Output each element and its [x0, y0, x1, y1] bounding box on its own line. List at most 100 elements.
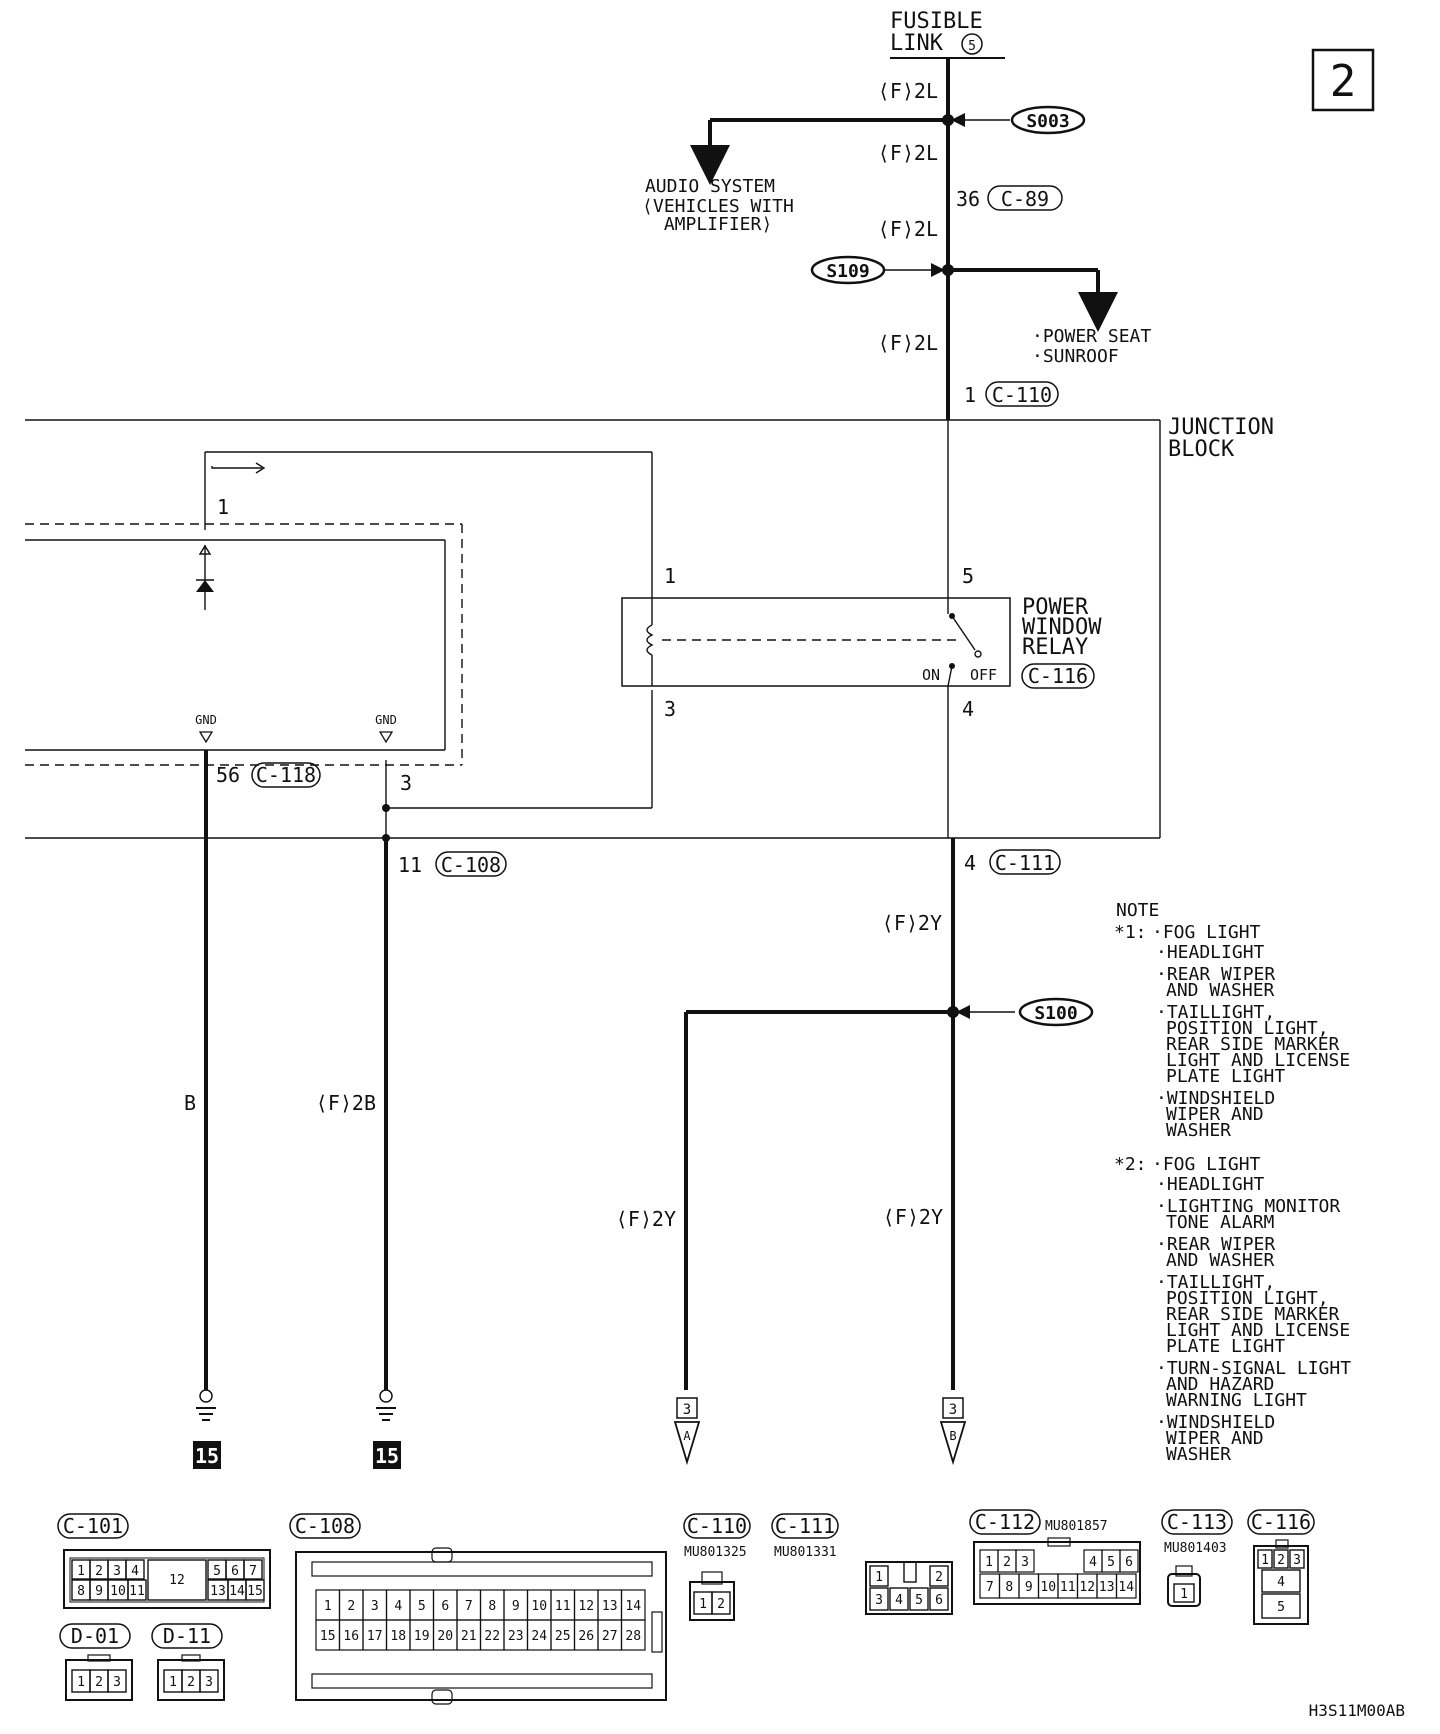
- c108-pin: 24: [531, 1629, 547, 1644]
- c112-pin: 7: [986, 1580, 994, 1595]
- c108-pin: 27: [602, 1629, 618, 1644]
- note-1-item: LIGHT AND LICENSE: [1166, 1050, 1350, 1071]
- c108-pin: 10: [531, 1599, 547, 1614]
- wire-label-b: B: [184, 1091, 196, 1115]
- relay-label-3: RELAY: [1022, 635, 1088, 660]
- internal-unit: [25, 523, 463, 766]
- note-1-item: ·HEADLIGHT: [1156, 942, 1265, 963]
- c101-pin: 4: [131, 1564, 139, 1579]
- fusible-link-number: 5: [968, 39, 976, 54]
- c113-view-id: C-113: [1167, 1510, 1227, 1534]
- d01-pin: 3: [113, 1675, 121, 1690]
- wire-label-below-c89: ⟨F⟩2L: [878, 217, 938, 241]
- c89-id: C-89: [1001, 187, 1049, 211]
- d11-view-id: D-11: [163, 1624, 211, 1648]
- c113-pin: 1: [1180, 1587, 1188, 1602]
- c101-pin: 8: [77, 1584, 85, 1599]
- c111-id: C-111: [995, 851, 1055, 875]
- splice-s003: S003: [1010, 105, 1086, 135]
- c112-pin: 11: [1060, 1580, 1076, 1595]
- c101-pin: 15: [247, 1584, 263, 1599]
- gnd-label-2: GND: [375, 713, 397, 727]
- c108-pin: 7: [465, 1599, 473, 1614]
- note-2-item: WASHER: [1166, 1444, 1231, 1465]
- offpage-b-letter: B: [949, 1429, 956, 1443]
- audio-label-2: ⟨VEHICLES WITH: [642, 196, 794, 217]
- c110-view-id: C-110: [687, 1514, 747, 1538]
- note-1-item: POSITION LIGHT,: [1166, 1018, 1329, 1039]
- c101-pin: 5: [213, 1564, 221, 1579]
- offpage-a-letter: A: [683, 1429, 691, 1443]
- c108-pin: 2: [347, 1599, 355, 1614]
- c101-pin: 7: [249, 1564, 257, 1579]
- fusible-link-label: FUSIBLE: [890, 9, 983, 34]
- c112-part: MU801857: [1045, 1519, 1108, 1534]
- note-1-item: REAR SIDE MARKER: [1166, 1034, 1340, 1055]
- c108-pin: 21: [461, 1629, 477, 1644]
- audio-label-1: AUDIO SYSTEM: [645, 176, 775, 197]
- c112-pin: 6: [1125, 1555, 1133, 1570]
- d01-pin: 1: [77, 1675, 85, 1690]
- connector-view-c116: C-116 1 2 3 4 5: [1247, 1509, 1315, 1625]
- d01-pin: 2: [95, 1675, 103, 1690]
- c108-pin: 8: [488, 1599, 496, 1614]
- c111-part: MU801331: [774, 1545, 837, 1560]
- note-2-item: ·FOG LIGHT: [1152, 1154, 1261, 1175]
- note-2-item: REAR SIDE MARKER: [1166, 1304, 1340, 1325]
- c112-pin: 14: [1118, 1580, 1134, 1595]
- c108-pin: 9: [512, 1599, 520, 1614]
- note-2-item: ·HEADLIGHT: [1156, 1174, 1265, 1195]
- c112-pin: 10: [1040, 1580, 1056, 1595]
- c101-pin: 13: [210, 1584, 226, 1599]
- note-title: NOTE: [1116, 900, 1159, 921]
- c108-pin: 25: [555, 1629, 571, 1644]
- c108-id: C-108: [441, 853, 501, 877]
- unit-pin-1: 1: [217, 495, 229, 519]
- c108-pin: 28: [625, 1629, 641, 1644]
- sunroof-label: ·SUNROOF: [1032, 346, 1119, 367]
- c116-pin: 2: [1277, 1553, 1285, 1568]
- relay-pin-3: 3: [664, 697, 676, 721]
- c108-pin: 3: [371, 1599, 379, 1614]
- note-2-item: AND HAZARD: [1166, 1374, 1274, 1395]
- note-2-item: WIPER AND: [1166, 1428, 1264, 1449]
- note-1-item: AND WASHER: [1166, 980, 1275, 1001]
- wire-label-to-b: ⟨F⟩2Y: [883, 1205, 943, 1229]
- c108-pin: 6: [441, 1599, 449, 1614]
- page-number-box: 2: [1311, 48, 1375, 112]
- c101-pin: 3: [113, 1564, 121, 1579]
- ground-icon: 15: [193, 1389, 221, 1469]
- c116-view-id: C-116: [1251, 1510, 1311, 1534]
- power-seat-label: ·POWER SEAT: [1032, 326, 1151, 347]
- note-1-item: ·TAILLIGHT,: [1156, 1002, 1275, 1023]
- c112-view-id: C-112: [975, 1510, 1035, 1534]
- splice-s109: S109: [810, 255, 886, 285]
- c116-pin: 4: [1277, 1575, 1285, 1590]
- note-2-item: POSITION LIGHT,: [1166, 1288, 1329, 1309]
- c116-pin: 5: [1277, 1600, 1285, 1615]
- wire-label-below-s109: ⟨F⟩2L: [878, 331, 938, 355]
- c108-pin: 1: [324, 1599, 332, 1614]
- c108-pin: 11: [555, 1599, 571, 1614]
- ground-number-2: 15: [375, 1444, 399, 1468]
- c111-pin: 6: [935, 1593, 943, 1608]
- c110-pin: 1: [699, 1597, 707, 1612]
- note-2-item: ·LIGHTING MONITOR: [1156, 1196, 1340, 1217]
- c101-pin: 11: [129, 1584, 145, 1599]
- c116-pin: 3: [1293, 1553, 1301, 1568]
- c111-pin: 3: [875, 1593, 883, 1608]
- d11-pin: 2: [187, 1675, 195, 1690]
- figure-code: H3S11M00AB: [1309, 1701, 1405, 1720]
- note-2-mark: *2:: [1114, 1154, 1147, 1175]
- c110-part: MU801325: [684, 1545, 747, 1560]
- connector-view-c110: C-110 MU801325 1 2: [683, 1513, 751, 1621]
- c112-pin: 4: [1089, 1555, 1097, 1570]
- connector-view-c113: C-113 MU801403 1: [1161, 1509, 1233, 1607]
- note-1-item: ·WINDSHIELD: [1156, 1088, 1275, 1109]
- junction-block-label: JUNCTION: [1168, 415, 1274, 440]
- c108-pin: 23: [508, 1629, 524, 1644]
- c108-pin: 12: [578, 1599, 594, 1614]
- relay-on-label: ON: [922, 666, 940, 684]
- c111-view-id: C-111: [775, 1514, 835, 1538]
